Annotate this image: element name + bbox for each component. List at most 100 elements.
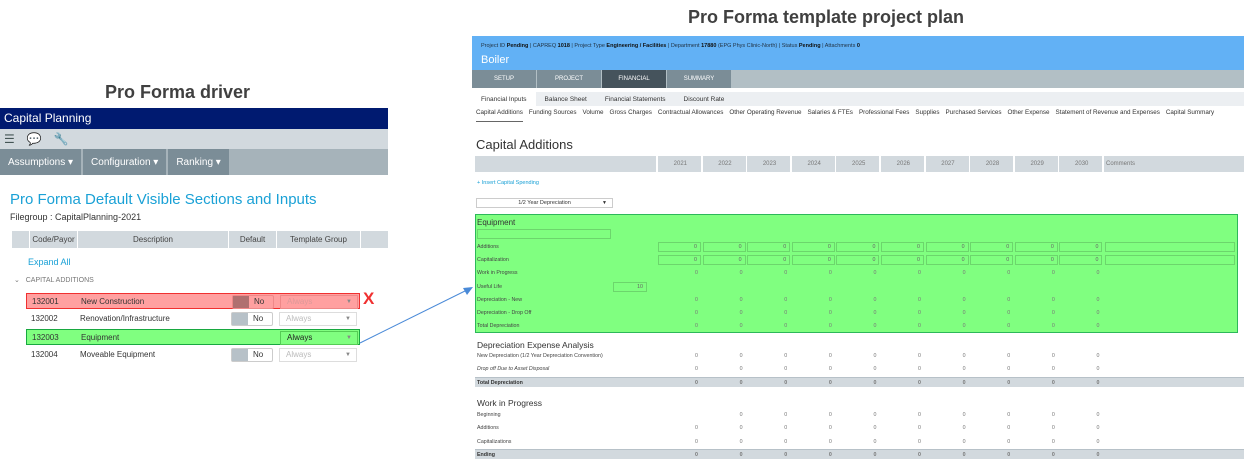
year-value: 0 [1051,452,1055,458]
year-header: 2030 [1059,156,1103,172]
year-value: 0 [1096,425,1100,431]
nav-assumptions[interactable]: Assumptions ▾ [0,149,82,175]
expand-all-link[interactable]: Expand All [28,257,71,267]
year-value: 0 [962,452,966,458]
year-value: 0 [918,452,921,458]
year-value: 0 [1096,310,1100,316]
tab-project[interactable]: PROJECT [537,70,601,88]
row-description: Renovation/Infrastructure [80,314,170,323]
year-value: 0 [1051,425,1055,431]
section-tab[interactable]: Funding Sources [528,109,577,116]
nav-ranking[interactable]: Ranking ▾ [168,149,229,175]
select-value: Always [287,297,313,306]
section-label: CAPITAL ADDITIONS [25,277,94,284]
project-name: Boiler [481,54,510,66]
year-value-input[interactable]: 0 [747,255,791,265]
year-value-input[interactable]: 0 [970,255,1014,265]
year-value: 0 [918,380,921,386]
toggle-label: No [253,350,264,359]
template-group-select[interactable]: Always▼ [280,331,358,345]
section-tab[interactable]: Other Operating Revenue [729,109,802,116]
year-value: 0 [873,297,877,303]
year-value-input[interactable]: 0 [1014,255,1058,265]
chevron-down-icon: ⌄ [14,277,20,284]
total-band [475,449,1244,459]
subtab-financial-inputs[interactable]: Financial Inputs [472,92,536,106]
tab-setup[interactable]: SETUP [472,70,536,88]
row-label: Work in Progress [477,270,518,276]
subtab-balance-sheet[interactable]: Balance Sheet [544,96,587,103]
year-value: 0 [1051,412,1055,418]
project-header: Project ID Pending | CAPREQ 1018 | Proje… [472,36,1244,70]
section-tab[interactable]: Gross Charges [609,109,652,116]
year-value: 0 [962,297,966,303]
section-tab[interactable]: Supplies [915,109,940,116]
year-value-input[interactable]: 0 [791,242,835,252]
year-value-input[interactable]: 0 [702,255,746,265]
default-toggle[interactable]: No [231,348,273,362]
section-capital-additions[interactable]: ⌄ CAPITAL ADDITIONS [14,276,94,284]
page-title: Pro Forma Default Visible Sections and I… [10,191,317,208]
row-label: Total Depreciation [477,380,523,386]
year-value-input[interactable]: 0 [1059,242,1103,252]
section-tab[interactable]: Purchased Services [945,109,1002,116]
wrench-icon[interactable]: 🔧 [53,132,69,146]
year-value-input[interactable]: 0 [970,242,1014,252]
comments-header: Comments [1104,156,1244,172]
year-value-input[interactable]: 0 [836,242,880,252]
year-value-input[interactable]: 0 [1014,242,1058,252]
year-value: 0 [1096,270,1100,276]
default-toggle[interactable]: No [232,295,274,309]
year-value-input[interactable]: 0 [791,255,835,265]
year-value-input[interactable]: 0 [881,242,924,252]
row-code: 132004 [31,350,58,359]
year-value: 0 [1007,452,1011,458]
year-value-input[interactable]: 0 [747,242,791,252]
year-value-input[interactable]: 0 [881,255,924,265]
menu-icon[interactable]: ☰ [4,132,15,146]
useful-life-input[interactable]: 10 [613,282,647,292]
insert-capital-spending-link[interactable]: + Insert Capital Spending [477,180,539,186]
section-tab[interactable]: Capital Summary [1165,109,1215,116]
section-tab[interactable]: Professional Fees [858,109,910,116]
template-group-select[interactable]: Always▼ [280,295,358,309]
year-value-input[interactable]: 0 [1059,255,1103,265]
comment-input[interactable] [1105,242,1235,252]
section-tab[interactable]: Other Expense [1007,109,1050,116]
template-group-select[interactable]: Always▼ [279,348,357,362]
equipment-name-input[interactable] [477,229,611,239]
main-tabs: SETUP PROJECT FINANCIAL SUMMARY [472,70,1244,88]
tab-summary[interactable]: SUMMARY [667,70,731,88]
section-tab[interactable]: Capital Additions [476,109,523,122]
nav-bar: Assumptions ▾ Configuration ▾ Ranking ▾ [0,149,388,175]
year-header: 2021 [658,156,701,172]
section-tab[interactable]: Statement of Revenue and Expenses [1055,109,1160,116]
default-toggle[interactable]: No [231,312,273,326]
template-group-select[interactable]: Always▼ [279,312,357,326]
section-tab[interactable]: Volume [582,109,604,116]
section-tab[interactable]: Contractual Allowances [657,109,724,116]
equipment-section [475,214,1238,333]
row-label: New Depreciation (1/2 Year Depreciation … [477,353,603,359]
year-value-input[interactable]: 0 [925,255,969,265]
year-value: 0 [873,452,877,458]
depreciation-select[interactable]: 1/2 Year Depreciation▼ [476,198,613,208]
dropdown-arrow-icon: ▼ [602,200,607,206]
comment-input[interactable] [1105,255,1235,265]
x-mark: X [363,289,375,308]
sub-tabs: Financial Inputs Balance Sheet Financial… [472,92,1244,106]
year-value-input[interactable]: 0 [658,255,701,265]
year-value-input[interactable]: 0 [658,242,701,252]
year-value-input[interactable]: 0 [836,255,880,265]
comment-icon[interactable]: 💬 [26,132,42,146]
year-value-input[interactable]: 0 [702,242,746,252]
year-value-input[interactable]: 0 [925,242,969,252]
subtab-discount-rate[interactable]: Discount Rate [683,96,725,103]
row-label: Depreciation - New [477,297,523,303]
section-tab[interactable]: Salaries & FTEs [807,109,853,116]
subtab-financial-statements[interactable]: Financial Statements [604,96,666,103]
nav-configuration[interactable]: Configuration ▾ [83,149,167,175]
row-label: Drop off Due to Asset Disposal [477,366,550,372]
tab-financial[interactable]: FINANCIAL [602,70,666,88]
